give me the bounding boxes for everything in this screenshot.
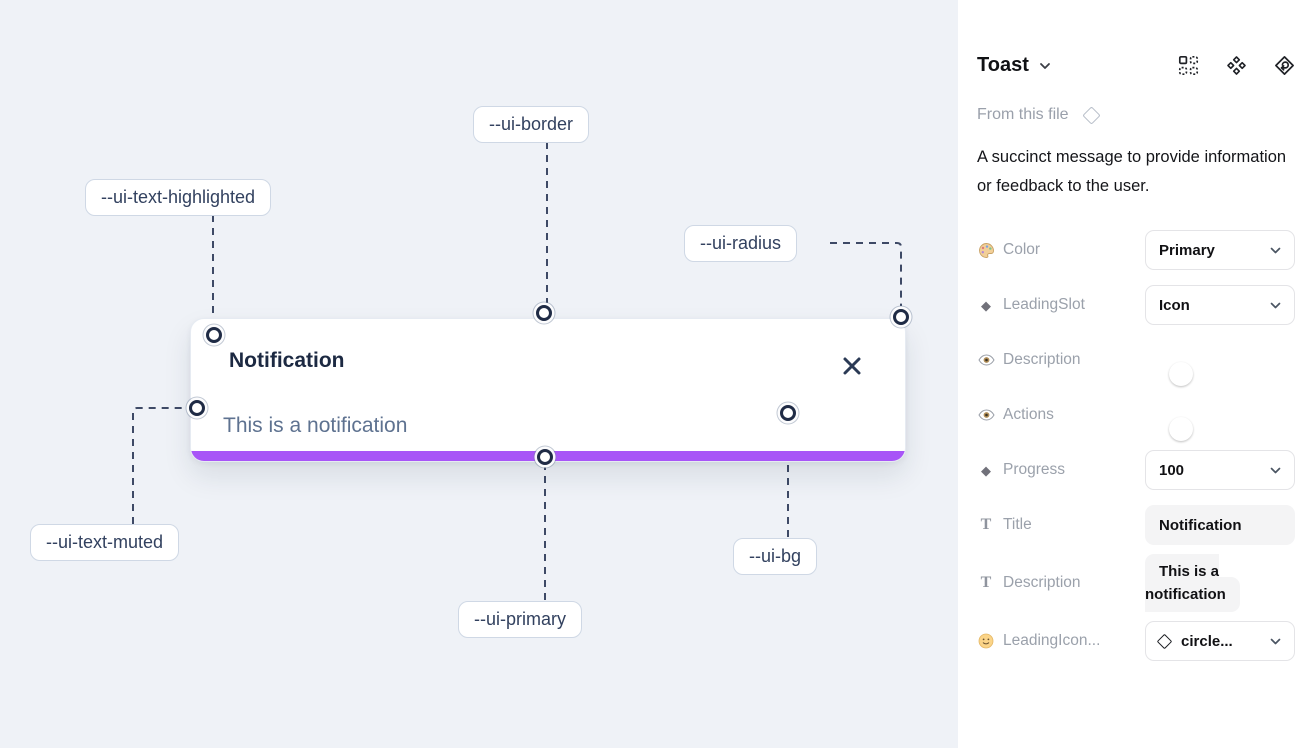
prop-row-title: T Title Notification	[977, 505, 1295, 545]
toggle-knob	[1169, 362, 1193, 386]
diamond-icon: ◆	[981, 297, 991, 313]
connector-dot-primary	[537, 449, 553, 465]
title-input[interactable]: Notification	[1145, 505, 1295, 545]
toggle-knob	[1169, 417, 1193, 441]
description-input[interactable]: This is a notification	[1145, 554, 1240, 612]
leadingicon-value: circle...	[1181, 632, 1233, 650]
diamond-outline-icon	[1156, 633, 1173, 649]
prop-label: Description	[1003, 351, 1081, 368]
diamond-icon: ◆	[981, 462, 991, 478]
token-label-ui-border: --ui-border	[473, 106, 590, 143]
go-back-icon[interactable]	[1274, 55, 1295, 76]
toast-title: Notification	[229, 349, 345, 372]
source-row: From this file	[977, 105, 1295, 125]
prop-row-progress: ◆ Progress 100	[977, 450, 1295, 490]
token-label-ui-primary: --ui-primary	[458, 601, 582, 638]
prop-label: Progress	[1003, 461, 1066, 478]
color-dropdown[interactable]: Primary	[1145, 230, 1295, 270]
component-name: Toast	[977, 54, 1029, 76]
token-label-ui-text-muted: --ui-text-muted	[30, 524, 180, 561]
prop-row-description-toggle: Description	[977, 340, 1295, 386]
connector-dot-bg	[780, 405, 796, 421]
smiley-icon	[977, 633, 995, 649]
prop-label: LeadingIcon...	[1003, 632, 1101, 649]
prop-row-leadingicon: LeadingIcon... circle...	[977, 621, 1295, 661]
connector-dot-text-highlighted	[206, 327, 222, 343]
close-icon[interactable]	[841, 355, 863, 377]
properties-panel: Toast	[958, 0, 1312, 748]
design-canvas: --ui-border --ui-text-highlighted --ui-r…	[0, 0, 958, 748]
diamond-outline-icon	[1081, 105, 1101, 125]
prop-label: LeadingSlot	[1003, 296, 1085, 313]
variants-grid-icon[interactable]	[1178, 55, 1199, 76]
prop-label: Description	[1003, 574, 1081, 591]
leadingslot-value: Icon	[1159, 296, 1190, 314]
connector-dot-border	[536, 305, 552, 321]
prop-row-leadingslot: ◆ LeadingSlot Icon	[977, 285, 1295, 325]
text-type-icon: T	[980, 516, 992, 533]
text-type-icon: T	[980, 574, 992, 591]
prop-row-actions-toggle: Actions	[977, 395, 1295, 441]
connector-dot-radius	[893, 309, 909, 325]
prop-label: Color	[1003, 241, 1041, 258]
props-list: Color Primary ◆ LeadingSlot Icon	[977, 230, 1295, 661]
prop-row-color: Color Primary	[977, 230, 1295, 270]
chevron-down-icon[interactable]	[1039, 62, 1051, 70]
prop-label: Actions	[1003, 406, 1054, 423]
token-label-ui-text-highlighted: --ui-text-highlighted	[85, 179, 272, 216]
prop-row-description-text: T Description This is a notification	[977, 554, 1295, 612]
progress-dropdown[interactable]: 100	[1145, 450, 1295, 490]
progress-value: 100	[1159, 461, 1185, 479]
connector-dot-text-muted	[189, 400, 205, 416]
eye-icon	[977, 354, 995, 366]
eye-icon	[977, 409, 995, 421]
palette-icon	[977, 242, 995, 259]
source-label: From this file	[977, 106, 1069, 123]
leadingicon-dropdown[interactable]: circle...	[1145, 621, 1295, 661]
token-label-ui-radius: --ui-radius	[684, 225, 798, 262]
panel-header: Toast	[977, 54, 1295, 77]
toast-description: This is a notification	[223, 414, 408, 437]
prop-label: Title	[1003, 516, 1032, 533]
leadingslot-dropdown[interactable]: Icon	[1145, 285, 1295, 325]
component-icon[interactable]	[1226, 55, 1247, 76]
token-label-ui-bg: --ui-bg	[733, 538, 818, 575]
color-value: Primary	[1159, 241, 1215, 259]
toast-component: Notification This is a notification	[190, 318, 906, 462]
component-description: A succinct message to provide informatio…	[977, 148, 1287, 195]
